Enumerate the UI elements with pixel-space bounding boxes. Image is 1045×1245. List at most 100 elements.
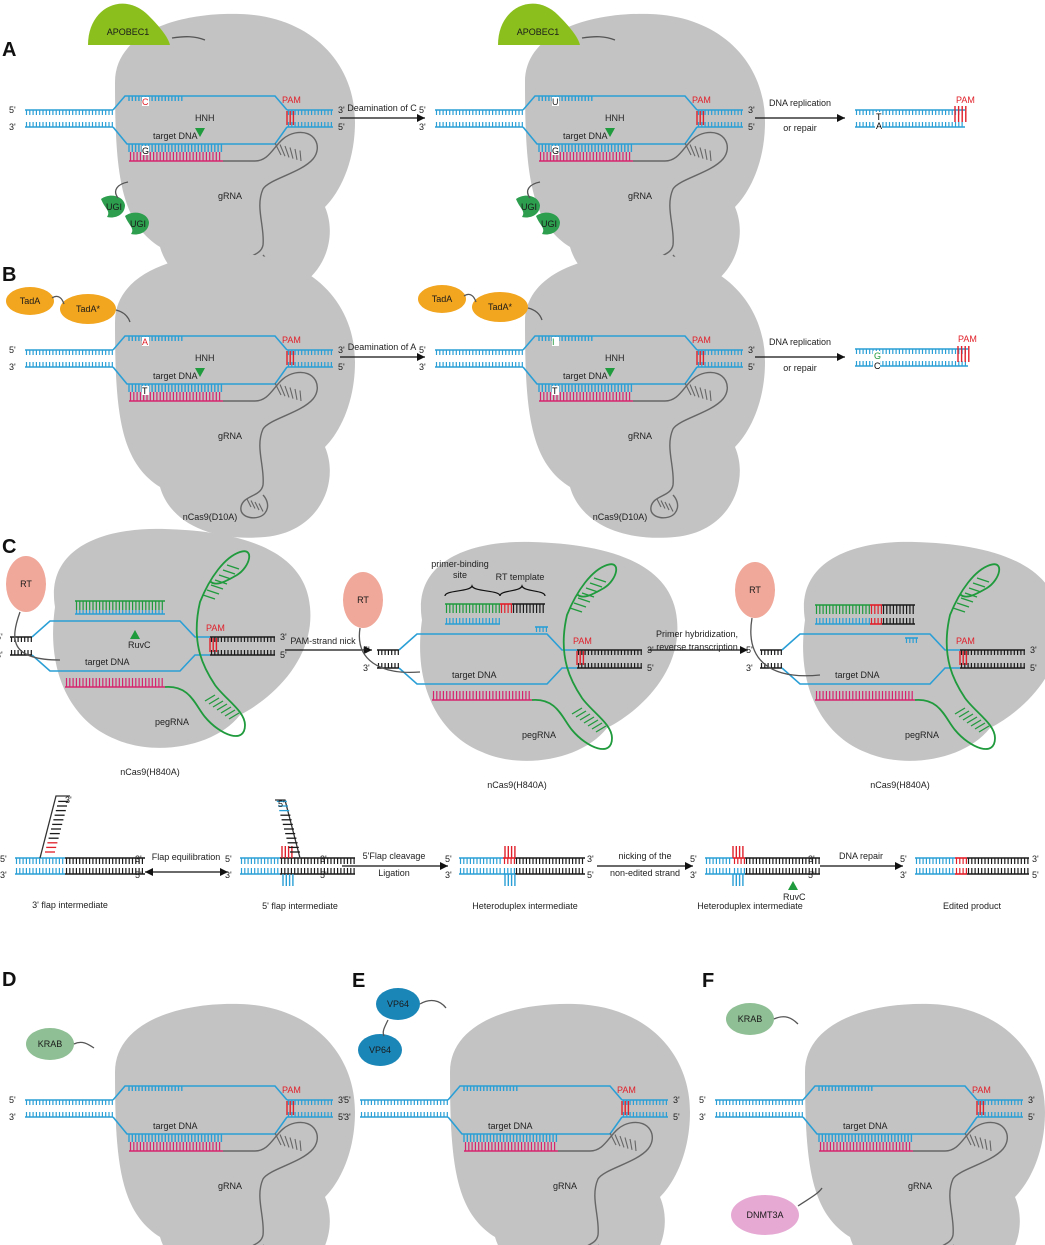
arrow-dna-repair <box>820 862 903 870</box>
rt-enzyme-2: RT <box>343 572 383 628</box>
hetero1-end-5-left: 5' <box>445 854 452 864</box>
rt-linker-3 <box>750 617 821 677</box>
dna-left-duplex-bottom <box>25 122 113 128</box>
left-black-bottom <box>377 663 399 669</box>
hetero2-duplex-top-1 <box>733 857 746 864</box>
left-black-top <box>377 649 399 655</box>
c-end-5-right: 5' <box>280 650 287 660</box>
dna-left-duplex-top <box>25 1099 113 1105</box>
end-3-top-right: 3' <box>338 105 345 115</box>
arrow-replication-b <box>755 353 845 361</box>
end-5-top-left: 5' <box>9 105 16 115</box>
primer-binding-label-1: primer-binding <box>431 559 489 569</box>
grna-label: gRNA <box>553 1181 577 1191</box>
hetero2-duplex-top-2 <box>745 857 820 864</box>
end-3-top-right: 3' <box>338 345 345 355</box>
pegrna-extension-1 <box>75 600 165 610</box>
vp64-enzyme-1: VP64 <box>376 988 420 1020</box>
tada-star-enzyme-2-label: TadA* <box>488 302 513 312</box>
krab-enzyme-d: KRAB <box>26 1028 74 1060</box>
c-target-dna-label: target DNA <box>85 657 130 667</box>
target-ticks <box>818 1134 913 1142</box>
grna-spacer <box>819 1142 913 1152</box>
tada-enzyme-1-shape <box>6 287 54 315</box>
nontarget-ticks-c1 <box>75 610 165 615</box>
grna-spacer <box>129 152 223 162</box>
hetero1-end-3-left: 3' <box>445 870 452 880</box>
hetero2-blue-ticks <box>732 874 744 886</box>
end-3-bottom-left: 3' <box>9 1112 16 1122</box>
nontarget-strand <box>522 95 698 111</box>
tada-cas-linker-1 <box>115 309 131 323</box>
end-5-bottom-right: 5' <box>338 362 345 372</box>
apobec1-label: APOBEC1 <box>107 27 150 37</box>
flap3-duplex-top-1 <box>65 857 145 864</box>
dnmt3a-enzyme: DNMT3A <box>731 1195 799 1235</box>
paired-base-bottom: G <box>552 146 559 156</box>
flap3-end-5-right: 5' <box>135 870 142 880</box>
right-black-top <box>960 649 1025 655</box>
flap3-strand <box>39 795 70 859</box>
nontarget-ticks <box>128 336 183 341</box>
panel-label-a: A <box>2 39 16 61</box>
rt-template-black-ticks <box>512 603 545 613</box>
arrow-deamination-a <box>340 353 425 361</box>
pegrna-spacer <box>65 678 165 688</box>
ugi-linker-2 <box>526 181 541 199</box>
end-3-bottom-left: 3' <box>699 1112 706 1122</box>
flap3-duplex <box>15 857 145 875</box>
arrow-primer-hybridization <box>648 646 748 654</box>
arrow-deamination-c <box>340 114 425 122</box>
ugi-enzyme-2b: UGI <box>536 212 560 235</box>
product-a-pam-label: PAM <box>956 95 975 105</box>
nicked-flap-c3 <box>905 637 918 643</box>
end-5-bottom-right: 5' <box>748 362 755 372</box>
grna-spacer <box>464 1142 558 1152</box>
end-5-bottom-right: 5' <box>338 122 345 132</box>
hetero2-end-3-right: 3' <box>808 854 815 864</box>
edited-base-top: I <box>552 337 555 347</box>
dna-right-duplex-top <box>697 349 743 355</box>
target-dna-label: target DNA <box>563 371 608 381</box>
dna-left-duplex-top <box>435 349 523 355</box>
product-a-base-top: T <box>876 112 882 122</box>
ugi-enzyme-2b-label: UGI <box>541 219 557 229</box>
end-3-top-right: 3' <box>748 345 755 355</box>
dna-left-duplex-bottom <box>435 362 523 368</box>
right-black-top <box>577 649 642 655</box>
arrow-replication-b-label-1: DNA replication <box>769 337 831 347</box>
paired-base-bottom: T <box>142 386 148 396</box>
left-black-top <box>10 636 32 642</box>
ugi-enzyme-1b-label: UGI <box>130 219 146 229</box>
hetero1-duplex <box>459 857 585 875</box>
hetero1-duplex-top-0 <box>459 857 503 864</box>
end-5-top-left: 5' <box>9 345 16 355</box>
panel-label-f: F <box>702 970 714 992</box>
apobec-linker-1 <box>171 36 206 41</box>
dna-right-duplex-top <box>287 1099 333 1105</box>
cas9-h840a-protein <box>420 541 678 761</box>
target-dna-label: target DNA <box>843 1121 888 1131</box>
dna-right-duplex-bottom <box>622 1112 668 1118</box>
dna-right-duplex-bottom <box>977 1112 1023 1118</box>
nontarget-strand <box>802 1085 978 1101</box>
dna-left-duplex-bottom <box>435 122 523 128</box>
panel-label-d: D <box>2 969 16 991</box>
c-cas-label: nCas9(H840A) <box>870 780 930 790</box>
product-b-duplex-top <box>855 348 968 354</box>
nontarget-ticks <box>128 1086 183 1091</box>
c-nontarget-strand <box>398 633 577 651</box>
dna-right-duplex-bottom <box>697 122 743 128</box>
tada-enzyme-1-label: TadA <box>20 296 41 306</box>
product-a-duplex-top <box>855 109 965 115</box>
dna-left-duplex-top <box>25 349 113 355</box>
end-3-bottom-left: 3' <box>344 1112 351 1122</box>
pam-label: PAM <box>692 95 711 105</box>
hetero1-end-5-right: 5' <box>587 870 594 880</box>
dna-right-duplex-top <box>287 109 333 115</box>
c-end-3-left: 3' <box>0 650 3 660</box>
rt-template-brace <box>499 584 546 597</box>
